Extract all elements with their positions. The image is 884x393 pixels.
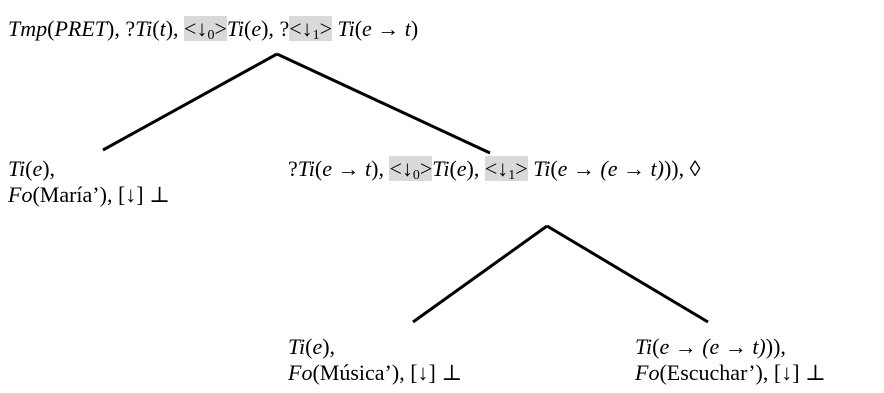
mid-modality-0: <↓0>: [389, 156, 433, 183]
left-node-type: Ti(e),: [8, 156, 56, 181]
root-modality-0: <↓0>: [184, 16, 227, 43]
bottom-left-type: Ti(e),: [288, 334, 336, 359]
mid-node: ?Ti(e → t), <↓0>Ti(e), <↓1> Ti(e → (e → …: [288, 156, 701, 183]
bottom-right-formula: Fo(Escuchar’), [↓] ⊥: [635, 360, 826, 385]
bottom-right-type: Ti(e → (e → t))),: [635, 334, 786, 359]
root-label: Tmp(PRET), ?Ti(t), <↓0>Ti(e), ?<↓1> Ti(e…: [8, 16, 419, 43]
left-node-formula: Fo(María’), [↓] ⊥: [8, 182, 170, 207]
edge-root-left: [102, 52, 278, 152]
bottom-left-node: Ti(e), Fo(Música’), [↓] ⊥: [288, 334, 462, 386]
edge-root-mid: [276, 52, 491, 155]
root-node: Tmp(PRET), ?Ti(t), <↓0>Ti(e), ?<↓1> Ti(e…: [8, 16, 419, 43]
left-node: Ti(e), Fo(María’), [↓] ⊥: [8, 156, 170, 208]
mid-label: ?Ti(e → t), <↓0>Ti(e), <↓1> Ti(e → (e → …: [288, 156, 701, 183]
edge-mid-bottomleft: [412, 224, 548, 324]
edge-mid-bottomright: [546, 224, 709, 324]
bottom-left-formula: Fo(Música’), [↓] ⊥: [288, 360, 463, 385]
mid-modality-1: <↓1>: [484, 156, 528, 183]
root-modality-1: <↓1>: [289, 16, 333, 43]
bottom-right-node: Ti(e → (e → t))), Fo(Escuchar’), [↓] ⊥: [635, 334, 826, 386]
